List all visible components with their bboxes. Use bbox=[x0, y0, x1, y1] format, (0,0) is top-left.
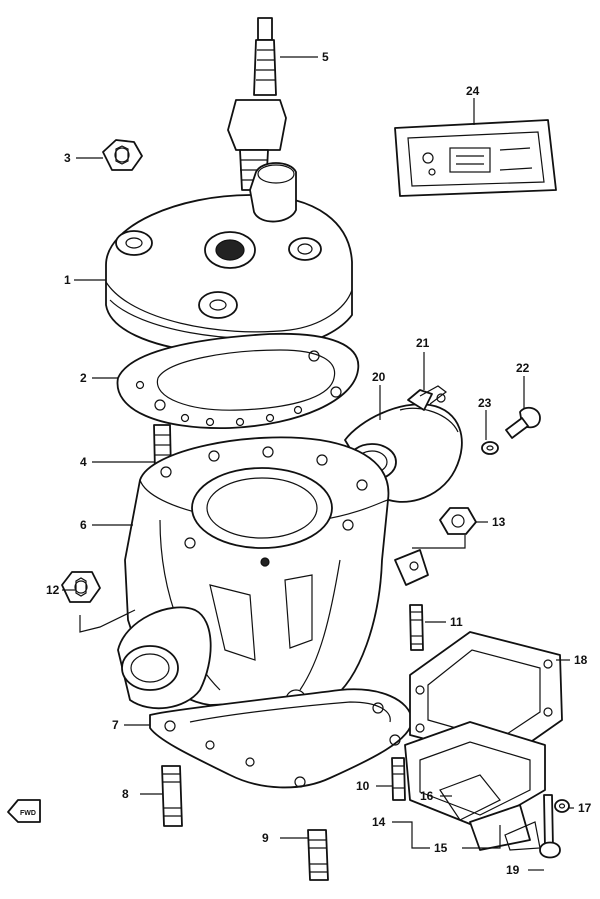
callout-23: 23 bbox=[478, 396, 492, 410]
stud-10 bbox=[391, 757, 406, 801]
callout-15: 15 bbox=[434, 841, 448, 855]
callout-17: 17 bbox=[578, 801, 592, 815]
callout-12: 12 bbox=[46, 583, 60, 597]
callout-16: 16 bbox=[420, 789, 434, 803]
washer-17 bbox=[554, 799, 570, 813]
leader-lines bbox=[62, 56, 574, 871]
bolt-22 bbox=[505, 406, 541, 439]
callout-21: 21 bbox=[416, 336, 430, 350]
reed-valve bbox=[404, 721, 546, 851]
callout-19: 19 bbox=[506, 863, 520, 877]
base-gasket bbox=[149, 688, 413, 789]
callout-5: 5 bbox=[322, 50, 329, 64]
washer-23 bbox=[481, 441, 499, 455]
callout-6: 6 bbox=[80, 518, 87, 532]
callout-14: 14 bbox=[372, 815, 386, 829]
stud-11 bbox=[409, 604, 424, 651]
callout-11: 11 bbox=[450, 615, 463, 629]
callout-4: 4 bbox=[80, 455, 87, 469]
bolt-19 bbox=[539, 794, 561, 859]
stud-8 bbox=[161, 765, 183, 827]
reed-gasket bbox=[409, 631, 563, 761]
callout-22: 22 bbox=[516, 361, 530, 375]
cylinder-head bbox=[105, 162, 353, 355]
callout-9: 9 bbox=[262, 831, 269, 845]
nut-13 bbox=[439, 507, 477, 535]
callout-8: 8 bbox=[122, 787, 129, 801]
stud-9 bbox=[307, 829, 329, 881]
callout-13: 13 bbox=[492, 515, 506, 529]
cylinder bbox=[117, 436, 429, 711]
callout-10: 10 bbox=[356, 779, 370, 793]
front-arrow-icon: FWD bbox=[7, 799, 41, 823]
callout-24: 24 bbox=[466, 84, 480, 98]
callout-18: 18 bbox=[574, 653, 588, 667]
callout-20: 20 bbox=[372, 370, 386, 384]
head-gasket bbox=[116, 332, 360, 429]
callout-7: 7 bbox=[112, 718, 119, 732]
cylinder-head-nut bbox=[102, 139, 143, 171]
nut-12 bbox=[61, 571, 101, 603]
callout-labels: 5 3 24 1 2 4 6 12 13 21 20 22 23 11 18 7… bbox=[46, 50, 592, 877]
callout-2: 2 bbox=[80, 371, 87, 385]
callout-3: 3 bbox=[64, 151, 71, 165]
caution-label bbox=[394, 119, 557, 197]
front-indicator-text: FWD bbox=[20, 810, 36, 817]
callout-1: 1 bbox=[64, 273, 71, 287]
